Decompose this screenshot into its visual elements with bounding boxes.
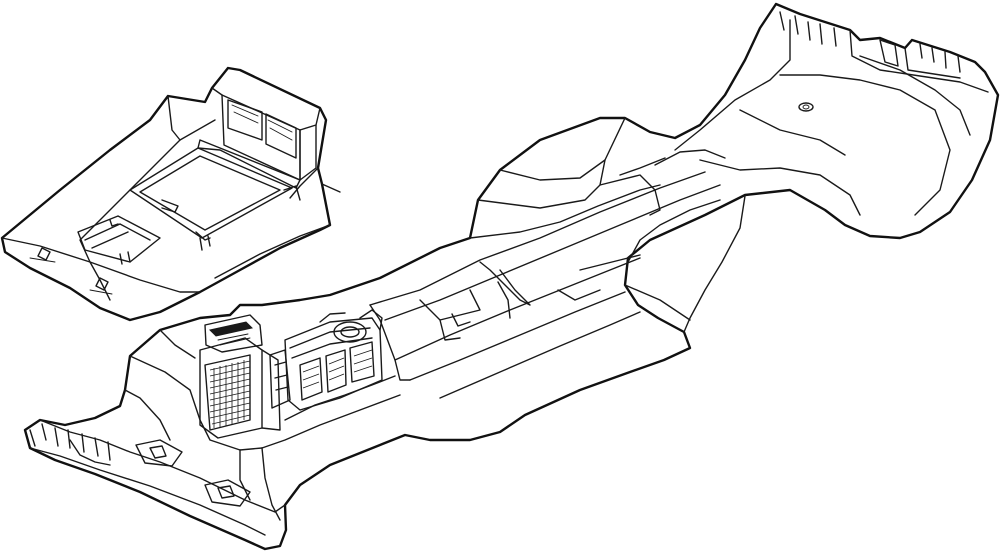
engine-block	[269, 309, 383, 411]
chassis-tub	[23, 2, 1000, 551]
radiator	[199, 314, 281, 439]
front-hood-panel	[0, 66, 341, 322]
chassis-outline	[23, 2, 1000, 551]
